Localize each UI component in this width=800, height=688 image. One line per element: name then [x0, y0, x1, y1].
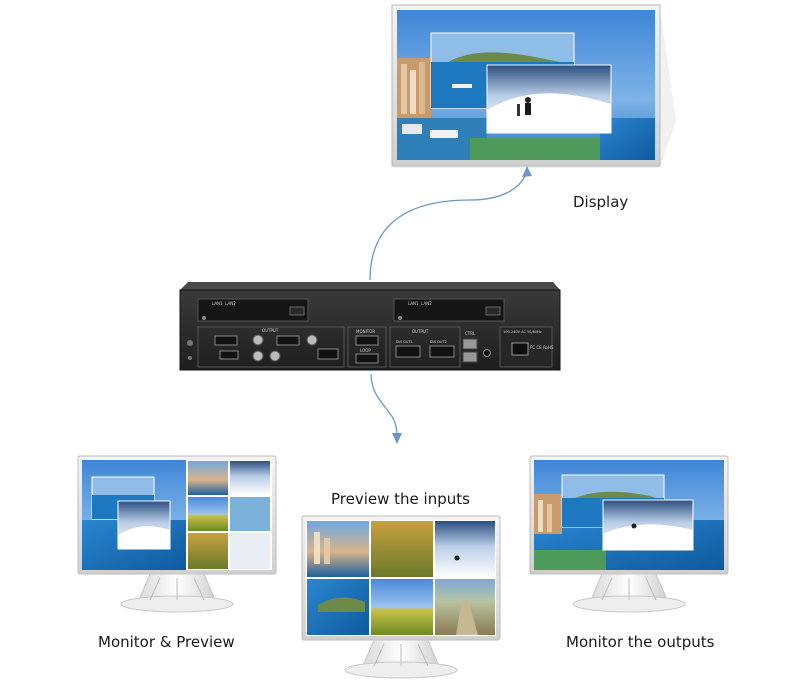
device-monitor-block	[347, 326, 387, 368]
device-dvi-out1-label: DVI OUT1	[396, 340, 413, 344]
monitor-outputs-display	[529, 455, 729, 613]
monitor-preview-display	[77, 455, 277, 613]
device-slot-left	[197, 298, 309, 322]
video-processor-device	[179, 282, 561, 371]
arrow-to-monitors-head	[392, 433, 402, 444]
device-cert-marks: FC CE RoHS	[530, 345, 554, 350]
device-lan-port-2	[462, 351, 478, 363]
device-output-block	[389, 326, 461, 368]
display-screen	[391, 4, 676, 168]
display-label: Display	[573, 193, 629, 211]
arrow-to-display-head	[522, 166, 532, 177]
device-monitor-label: MONITOR	[356, 329, 376, 334]
device-slot-right	[393, 298, 505, 322]
power-socket-icon	[511, 342, 529, 356]
monitor-outputs-label: Monitor the outputs	[566, 633, 715, 651]
device-lan-port-1	[462, 338, 478, 350]
device-top	[180, 282, 560, 290]
preview-inputs-display	[301, 515, 501, 679]
arrow-to-monitors	[370, 373, 398, 437]
device-control-label: CTRL	[465, 331, 476, 336]
device-dvi-out2-label: DVI OUT2	[430, 340, 447, 344]
monitor-preview-label: Monitor & Preview	[98, 633, 235, 651]
device-loop-label: LOOP	[360, 348, 371, 353]
device-input-block	[197, 326, 345, 368]
arrow-to-display	[369, 171, 528, 281]
preview-inputs-label: Preview the inputs	[331, 490, 470, 508]
device-power-rating: 100-240V AC 50/60Hz	[503, 330, 542, 334]
device-slot-left-label: LAN1 LAN2	[212, 301, 236, 306]
device-output-label-right: OUTPUT	[412, 329, 429, 334]
device-output-label-left: OUTPUT	[262, 328, 279, 333]
device-slot-right-label: LAN1 LAN2	[408, 301, 432, 306]
